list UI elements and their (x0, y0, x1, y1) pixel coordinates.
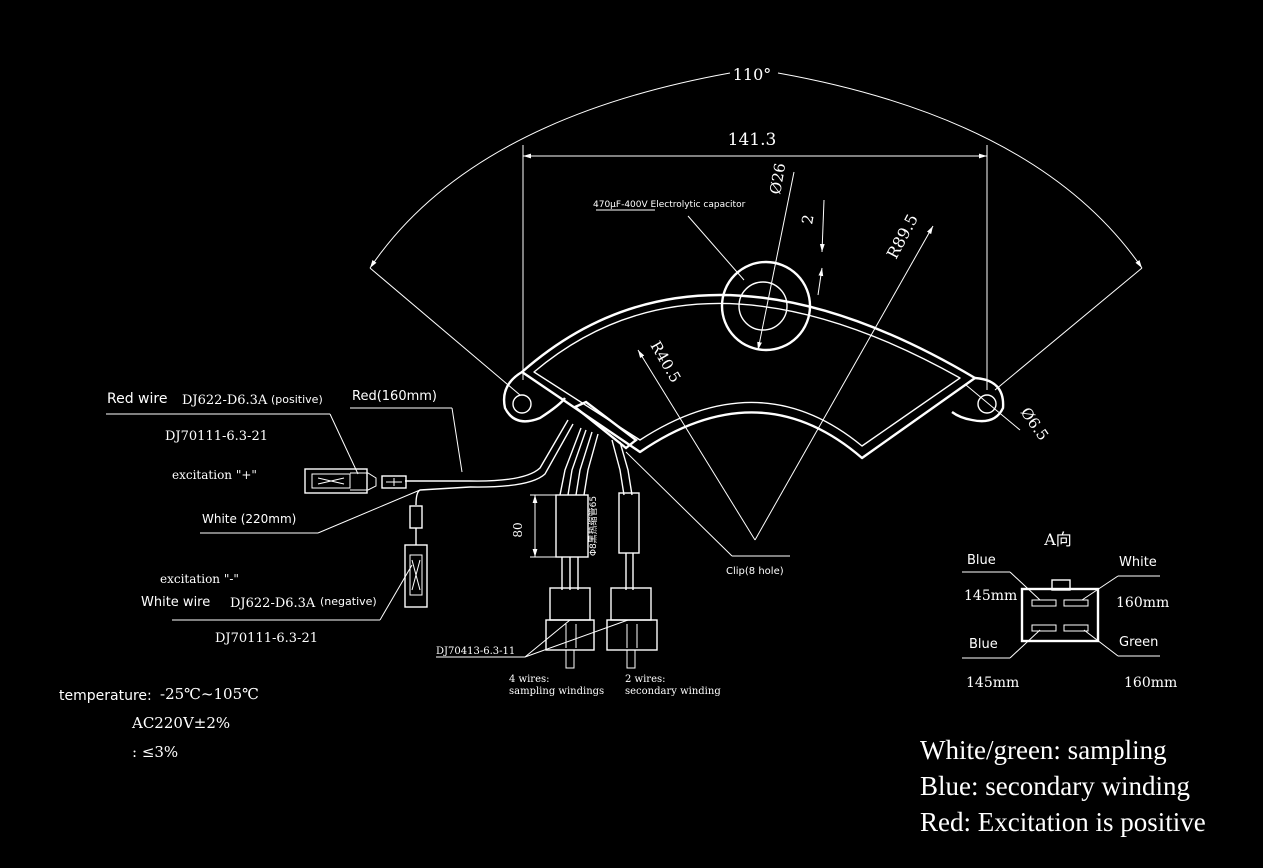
tube-length-label: 80 (511, 522, 525, 537)
mount-hole-label: Ø6.5 (1017, 404, 1052, 444)
regulation-spec: : ≤3% (132, 743, 178, 761)
red-wire-labels: Red wire DJ622-D6.3A (positive) DJ70111-… (106, 389, 463, 482)
clip-label: Clip(8 hole) (726, 566, 784, 577)
width-label: 141.3 (728, 130, 777, 150)
legend-line-sampling: White/green: sampling (920, 735, 1167, 765)
view-a-bottom-right-length: 160mm (1124, 675, 1177, 691)
white-excitation-label: excitation "-" (160, 572, 239, 586)
white-wire-labels: White (220mm) excitation "-" White wire … (141, 489, 421, 646)
capacitor-outer (720, 260, 812, 352)
heatshrink-tube (555, 494, 589, 558)
red-wire-title: Red wire (107, 391, 167, 407)
white-wire-title: White wire (141, 595, 210, 610)
wires4-line1: 4 wires: (509, 674, 550, 685)
temperature-value: -25℃~105℃ (160, 685, 259, 703)
white-length-label: White (220mm) (202, 512, 296, 526)
width-dimension: 141.3 (522, 130, 988, 390)
red-length-label: Red(160mm) (352, 389, 437, 404)
view-a-title: A向 (1043, 530, 1072, 549)
wiring-harness: 80 Φ8黑热缩管65 Clip(8 hole) DJ70413-6.3-11 … (304, 419, 790, 697)
gap-label: 2 (798, 213, 817, 226)
view-a-bottom-right-color: Green (1119, 635, 1158, 650)
white-wire-polarity: (negative) (320, 595, 377, 608)
right-mount-hole (977, 394, 997, 414)
legend-line-secondary: Blue: secondary winding (920, 771, 1190, 801)
view-a-top-right-color: White (1119, 555, 1157, 570)
view-a-top-left-length: 145mm (964, 588, 1017, 604)
voltage-spec: AC220V±2% (131, 714, 230, 732)
wires2-line1: 2 wires: (625, 674, 666, 685)
left-mount-hole (512, 394, 532, 414)
capacitor-inner (738, 281, 788, 331)
regulator-board (502, 260, 1005, 460)
red-excitation-label: excitation "+" (172, 468, 257, 482)
wires2-line2: secondary winding (625, 686, 721, 697)
internal-dimensions: Ø26 2 R89.5 R40.5 Ø6.5 470μF-400V Electr… (593, 162, 1052, 541)
temperature-label: temperature: (59, 688, 152, 704)
view-a-top-left-color: Blue (967, 553, 996, 568)
white-wire-terminal: DJ70111-6.3-21 (215, 631, 318, 646)
red-wire-terminal: DJ70111-6.3-21 (165, 429, 268, 444)
view-a-top-right-length: 160mm (1116, 595, 1169, 611)
wires4-line2: sampling windings (509, 686, 604, 697)
legend-line-excitation: Red: Excitation is positive (920, 807, 1206, 837)
inner-radius-label: R40.5 (647, 338, 685, 386)
view-a-bottom-left-color: Blue (969, 637, 998, 652)
tube-label: Φ8黑热缩管65 (587, 496, 599, 556)
outer-radius-label: R89.5 (883, 211, 922, 262)
white-wire-part: DJ622-D6.3A (230, 596, 316, 611)
capacitor-label: 470μF-400V Electrolytic capacitor (593, 200, 746, 210)
angle-dimension: 110° (369, 65, 1143, 396)
color-legend: White/green: sampling Blue: secondary wi… (920, 735, 1206, 837)
red-wire-polarity: (positive) (271, 393, 323, 406)
view-a-connector: A向 Blue 145mm White 160mm Blue 145mm Gre… (962, 530, 1177, 691)
red-wire-part: DJ622-D6.3A (182, 393, 268, 408)
angle-label: 110° (733, 65, 772, 84)
hole-dia-label: Ø26 (766, 162, 789, 196)
view-a-bottom-left-length: 145mm (966, 675, 1019, 691)
specs: temperature: -25℃~105℃ AC220V±2% : ≤3% (59, 685, 259, 761)
connector-part-label: DJ70413-6.3-11 (436, 646, 515, 657)
